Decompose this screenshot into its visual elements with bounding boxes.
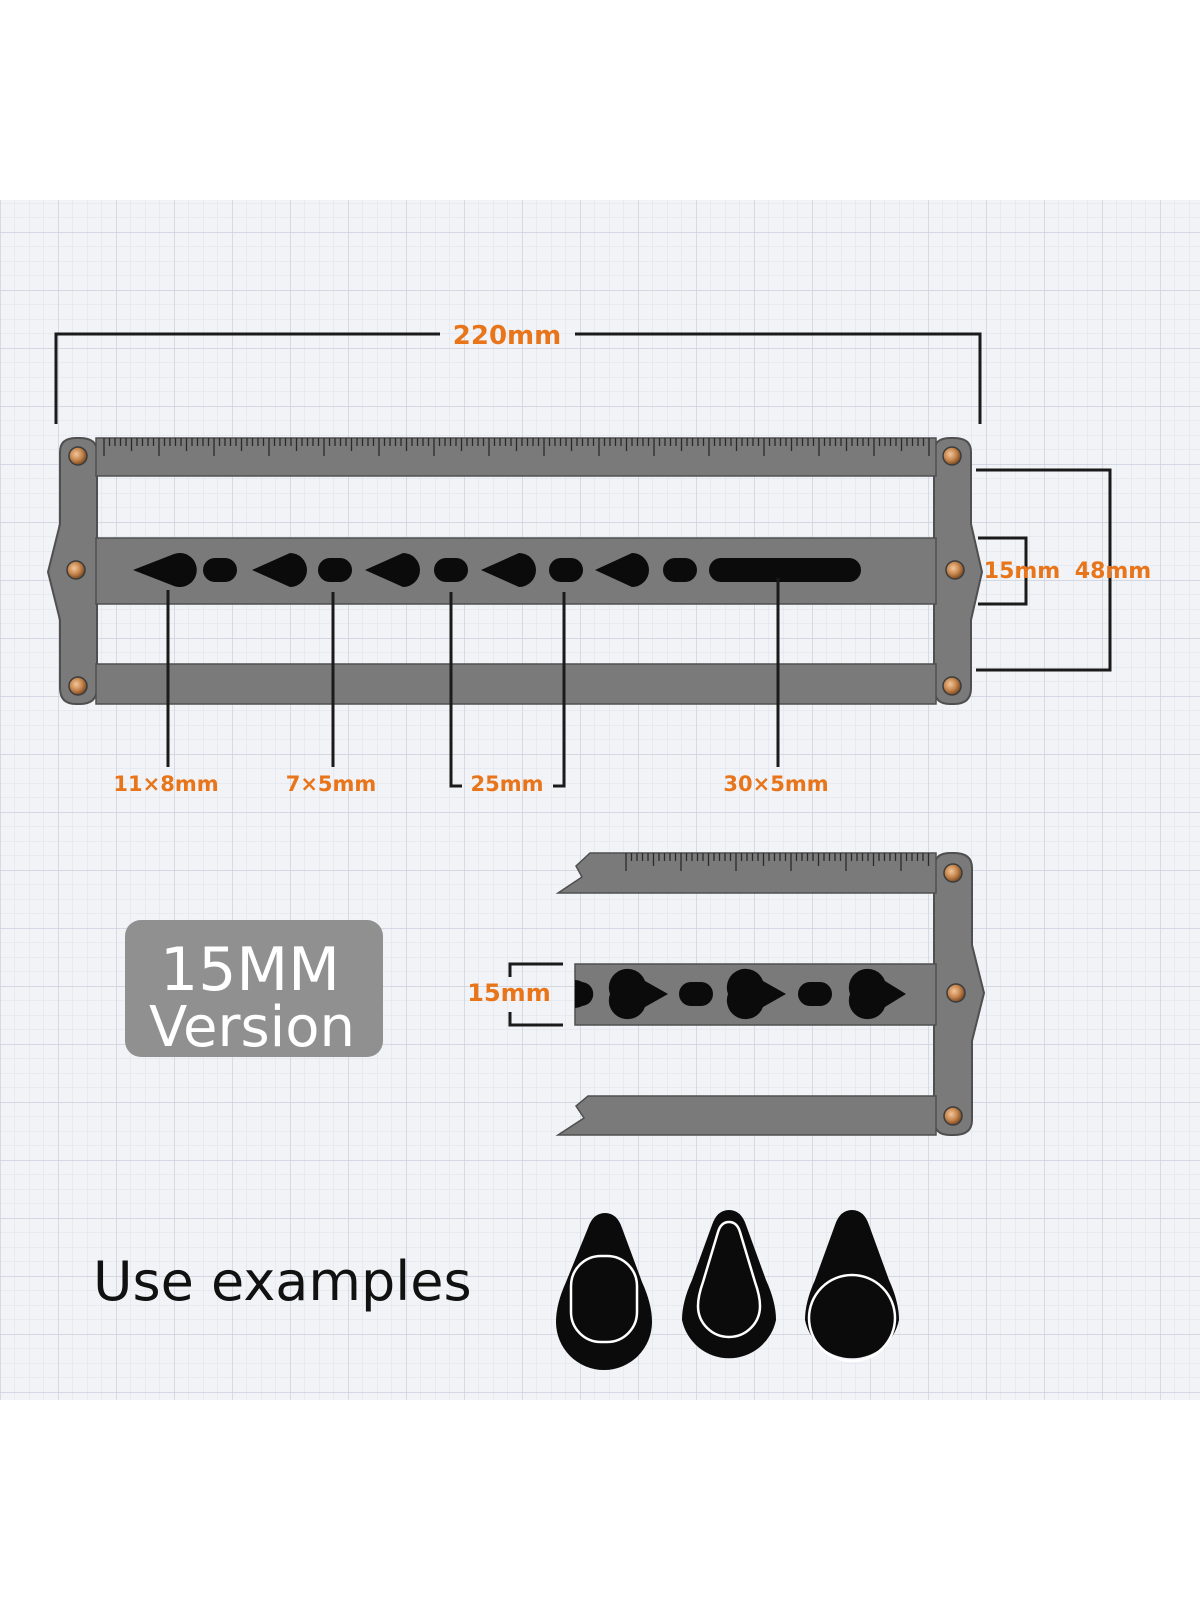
oval-hole	[318, 558, 352, 582]
oval-hole	[434, 558, 468, 582]
rivet	[942, 446, 962, 466]
detail-bottom-bar	[555, 1095, 937, 1136]
teardrop-hole	[608, 968, 668, 1020]
rivet	[946, 983, 966, 1003]
rivet	[943, 863, 963, 883]
teardrop-hole	[726, 968, 786, 1020]
oval-hole	[679, 982, 713, 1006]
ruler-ticks	[103, 438, 930, 456]
grid-lines	[0, 200, 1200, 1400]
teardrop-with-rounded-rect-icon	[556, 1213, 652, 1370]
template-holes	[133, 553, 861, 587]
hole-label-teardrop: 11×8mm	[113, 772, 218, 796]
total-height-label: 48mm	[1075, 559, 1151, 584]
teardrop-hole	[595, 553, 649, 587]
rivet	[943, 1106, 963, 1126]
detail-ruler-ticks	[625, 853, 930, 871]
width-dimension	[54, 332, 982, 424]
main-tool: 220mm	[46, 321, 1151, 796]
teardrop-hole	[848, 968, 906, 1020]
rivet	[945, 560, 965, 580]
use-examples: Use examples	[93, 1210, 899, 1370]
badge-background	[125, 920, 383, 1057]
oval-hole	[575, 980, 594, 1008]
teardrop-with-circle-icon	[805, 1210, 899, 1363]
oval-hole	[203, 558, 237, 582]
bar-height-label: 15mm	[984, 559, 1060, 584]
detail-tool: 15mm	[467, 852, 986, 1136]
version-badge: 15MM Version	[125, 920, 383, 1060]
height-dimensions	[976, 468, 1112, 672]
use-examples-caption: Use examples	[93, 1250, 472, 1313]
hole-label-slot: 30×5mm	[723, 772, 828, 796]
hole-spacing-label: 25mm	[471, 772, 544, 796]
rivet	[66, 560, 86, 580]
teardrop-hole	[133, 553, 197, 587]
detail-top-ruler	[555, 852, 937, 894]
oval-hole	[798, 982, 832, 1006]
teardrop-hole	[481, 553, 536, 587]
hole-label-oval: 7×5mm	[286, 772, 377, 796]
width-label: 220mm	[453, 321, 561, 351]
rivet	[68, 676, 88, 696]
rivet	[942, 676, 962, 696]
callout-leaders	[166, 578, 780, 788]
oval-hole	[663, 558, 697, 582]
teardrop-hole	[252, 553, 307, 587]
detail-bar-height-label: 15mm	[467, 979, 550, 1007]
detail-holes	[575, 968, 906, 1020]
oval-hole	[549, 558, 583, 582]
long-slot-hole	[709, 558, 861, 582]
teardrop-with-inner-teardrop-icon	[682, 1210, 776, 1359]
detail-height-dimension	[508, 962, 563, 1027]
badge-line-1: 15MM	[160, 935, 340, 1005]
rivet	[68, 446, 88, 466]
teardrop-hole	[365, 553, 420, 587]
badge-line-2: Version	[149, 995, 355, 1060]
bottom-bar	[95, 663, 937, 705]
